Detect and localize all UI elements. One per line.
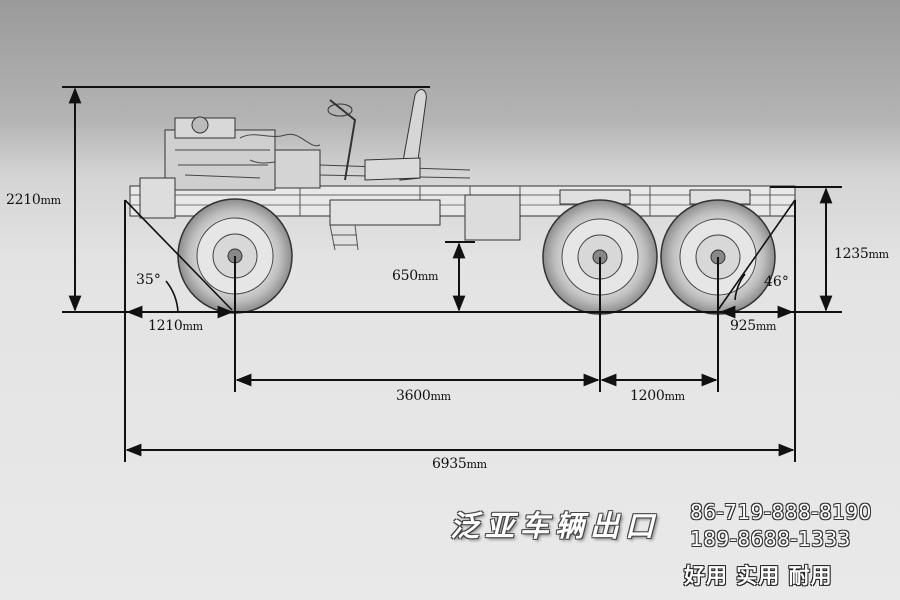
frame-height-label: 1235mm — [834, 246, 889, 262]
departure-angle-arc — [734, 273, 746, 301]
height-total-label: 2210mm — [6, 192, 61, 208]
approach-angle-line — [124, 199, 233, 311]
departure-angle-label: 46° — [764, 274, 789, 290]
brand-name: 泛亚车辆出口 — [450, 509, 661, 543]
front-overhang-label: 1210mm — [148, 318, 203, 334]
wheelbase-rear-label: 1200mm — [630, 388, 685, 404]
brand-slogan: 好用 实用 耐用 — [684, 564, 833, 588]
phone-number-2: 189-8688-1333 — [690, 527, 851, 551]
phone-number-1: 86-719-888-8190 — [690, 500, 872, 524]
approach-angle-arc — [165, 280, 179, 313]
truck-chassis-illustration — [129, 89, 796, 251]
total-length-label: 6935mm — [432, 456, 487, 472]
approach-angle-label: 35° — [136, 272, 161, 288]
ground-clearance-label: 650mm — [392, 268, 439, 284]
wheelbase-front-label: 3600mm — [396, 388, 451, 404]
rear-overhang-label: 925mm — [730, 318, 777, 334]
departure-angle-line — [717, 199, 796, 311]
